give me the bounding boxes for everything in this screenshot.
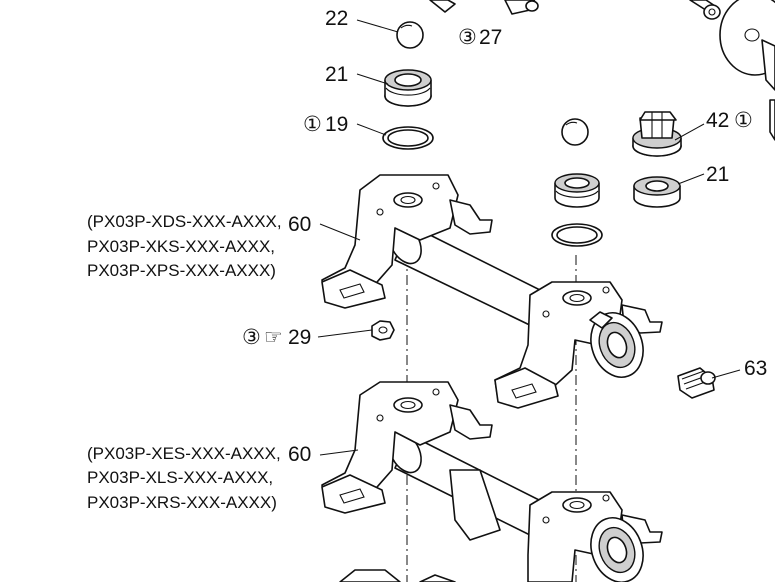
part-seat-right [554,173,600,208]
callout-29: 29 [288,326,311,349]
part-27-fitting [429,0,539,15]
leader-60b [319,449,359,456]
leader-21a [356,73,389,85]
model-upper-3: PX03P-XPS-XXX-AXXX) [87,261,276,280]
callout-21a: 21 [325,63,348,86]
hand-icon: ☞ [264,326,283,349]
part-ball-right [561,118,589,146]
callout-29-symbol: ③ [242,326,261,349]
part-22-ball [396,21,424,49]
callout-22: 22 [325,7,348,30]
part-42-check-valve [632,111,682,157]
callout-42-symbol: ① [734,109,753,132]
part-60-manifold-lower [321,381,663,582]
part-21-seat-right [633,176,681,208]
callout-21b: 21 [706,163,729,186]
part-29-nut [371,320,395,341]
part-60-manifold-upper [321,174,663,409]
leader-19 [356,123,387,136]
leader-42 [674,123,705,141]
callout-63: 63 [744,357,767,380]
model-lower-2: PX03P-XLS-XXX-AXXX, [87,468,273,487]
model-upper-1: (PX03P-XDS-XXX-AXXX, [87,212,282,231]
callout-60a: 60 [288,213,311,236]
part-top-right-body [689,0,775,141]
leader-29 [317,329,373,338]
callout-42: 42 [706,109,729,132]
model-lower-3: PX03P-XRS-XXX-AXXX) [87,493,277,512]
leader-60a [319,223,361,241]
leader-22 [356,19,399,33]
callout-60b: 60 [288,443,311,466]
callout-27-symbol: ③ [458,26,477,49]
part-19-o-ring [382,126,434,150]
leader-63 [711,369,741,379]
part-21-seat-left [384,69,432,107]
callout-27: 27 [479,26,502,49]
part-63-plug [677,367,716,399]
callout-19: 19 [325,113,348,136]
part-o-ring-right [551,223,603,247]
leader-21b [677,173,705,185]
callout-19-symbol: ① [303,113,322,136]
model-upper-2: PX03P-XKS-XXX-AXXX, [87,237,275,256]
model-lower-1: (PX03P-XES-XXX-AXXX, [87,444,281,463]
